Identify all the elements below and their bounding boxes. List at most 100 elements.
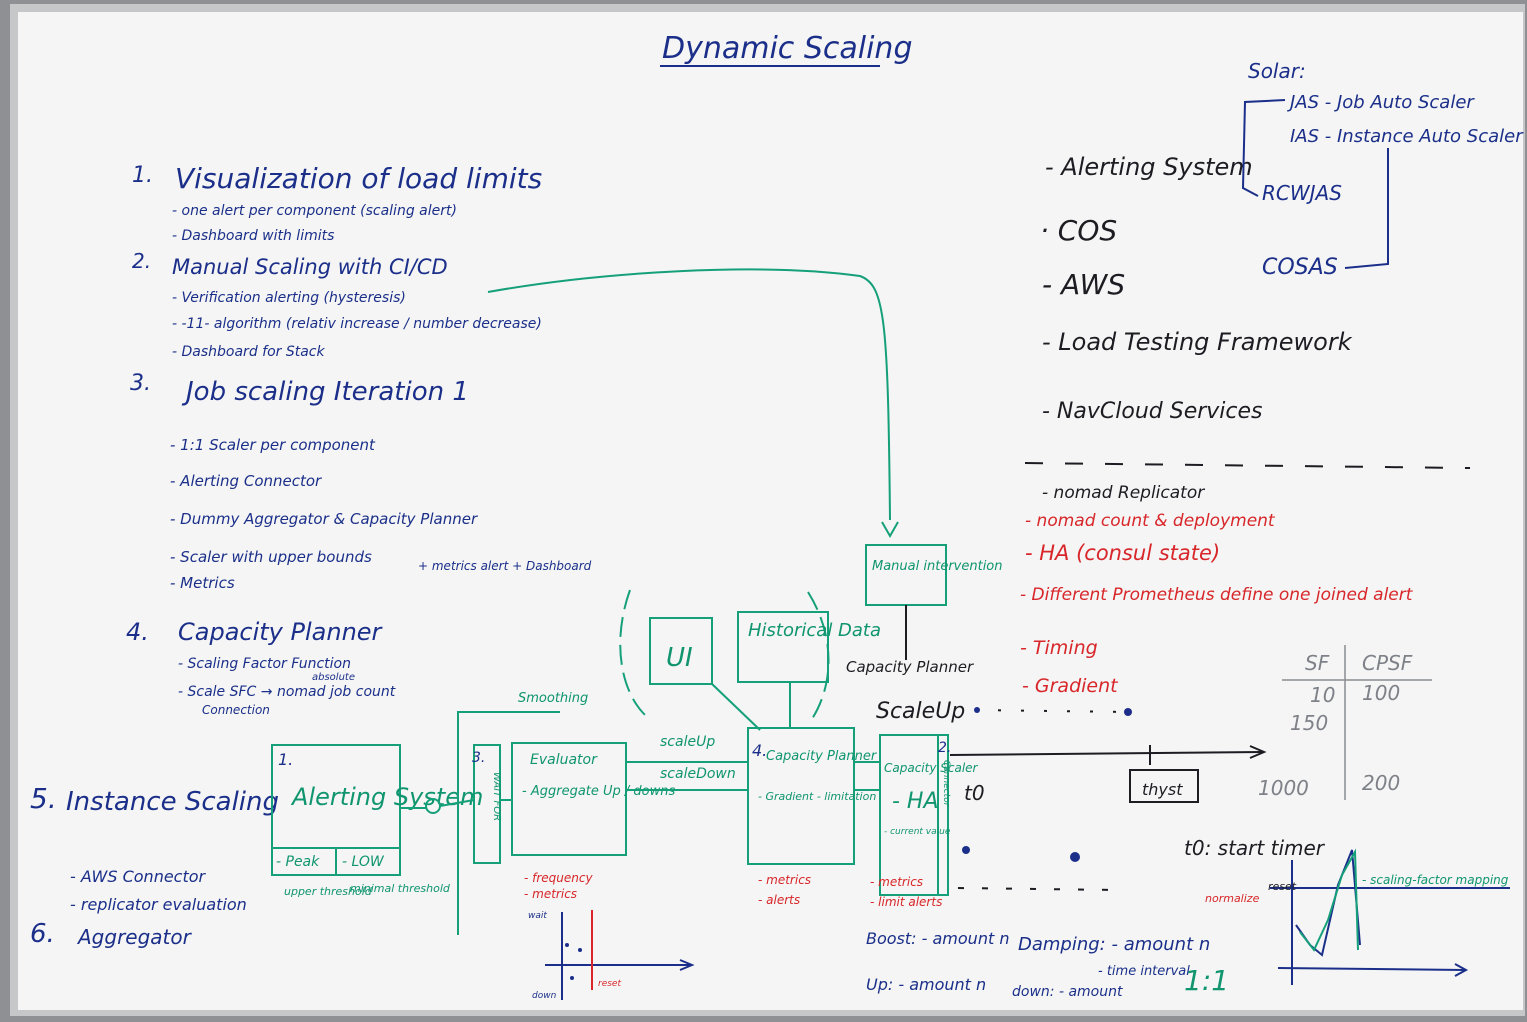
normalize-label: normalize <box>1205 892 1260 905</box>
item6-title: Aggregator <box>76 925 193 949</box>
manual-label: Manual intervention <box>872 559 1003 574</box>
box-low: - LOW <box>342 854 385 870</box>
red-note: - metrics <box>758 873 811 887</box>
capacity-planner-label: Capacity Planner <box>846 658 974 676</box>
item3-sub: - Dummy Aggregator & Capacity Planner <box>170 510 478 528</box>
capacity-planner-box: 4. Capacity Planner - Gradient - limitat… <box>747 727 878 907</box>
system-item: · COS <box>1040 214 1117 247</box>
alerting-system-box: 1. Alerting System - Peak - LOW upper th… <box>271 744 483 898</box>
capacity-scaler-box: 2. Capacity Scaler - HA - current value … <box>870 734 979 909</box>
todo-red: - Timing <box>1020 637 1098 659</box>
red-note: - frequency <box>524 871 593 885</box>
historical-data-box <box>737 611 829 683</box>
item3-sub: - Metrics <box>170 574 235 592</box>
gradient-graph: reset normalize - scaling-factor mapping <box>1205 848 1510 985</box>
wait-plot: wait down reset <box>528 910 695 1001</box>
item3-note: + metrics alert + Dashboard <box>418 559 592 573</box>
item3-num: 3. <box>130 371 151 396</box>
box-num: 2. <box>938 740 951 756</box>
box-sub: - current value <box>884 827 951 837</box>
plot-label: wait <box>528 911 547 921</box>
solar-label: Solar: <box>1248 59 1306 83</box>
scaleup-label: ScaleUp <box>876 699 965 724</box>
red-note: - alerts <box>758 893 800 907</box>
scaledown-arrow-label: scaleDown <box>660 766 736 782</box>
todo-list: 1. Visualization of load limits - one al… <box>30 162 592 949</box>
smoothing-label: Smoothing <box>518 691 588 706</box>
red-note: - metrics <box>870 875 923 889</box>
system-item: - Alerting System <box>1045 153 1253 181</box>
system-item: - NavCloud Services <box>1042 399 1263 424</box>
up-label: Up: - amount n <box>866 975 986 994</box>
box-peak: - Peak <box>276 854 320 870</box>
table-cell: 10 <box>1310 683 1335 707</box>
todo-red: - HA (consul state) <box>1025 541 1220 565</box>
item4-title: Capacity Planner <box>178 618 384 646</box>
thyst-box <box>1129 769 1199 803</box>
box-num: 4. <box>752 741 767 760</box>
solar-cosas: COSAS <box>1262 255 1338 280</box>
t0-label: t0 <box>964 781 985 805</box>
system-item: - AWS <box>1042 268 1125 301</box>
box-title: Capacity Planner <box>766 749 878 764</box>
todo-red: - nomad count & deployment <box>1025 511 1276 531</box>
item5-sub: - replicator evaluation <box>70 895 247 914</box>
waitfor-text: WAIT FOR <box>491 772 502 821</box>
systems-list: - Alerting System · COS - AWS - Load Tes… <box>1020 153 1471 697</box>
item5-num: 5. <box>30 782 57 815</box>
solar-item: IAS - Instance Auto Scaler <box>1290 126 1524 147</box>
plot-label: reset <box>598 979 621 989</box>
box-title: Alerting System <box>290 783 483 811</box>
item3-sub: - Scaler with upper bounds <box>170 548 372 566</box>
box-ha: - HA <box>892 789 939 814</box>
box-minimal: minimal threshold <box>350 882 451 895</box>
item6-num: 6. <box>30 919 55 949</box>
box-title: Evaluator <box>530 752 598 768</box>
scaleup-arrow-label: scaleUp <box>660 734 715 750</box>
red-note: - limit alerts <box>870 895 942 909</box>
table-cell: 1000 <box>1258 776 1309 800</box>
item2-title: Manual Scaling with CI/CD <box>172 255 448 279</box>
board-surface <box>18 12 1523 1010</box>
item4-num: 4. <box>126 618 149 646</box>
item5-title: Instance Scaling <box>66 787 279 817</box>
item3-sub: - Alerting Connector <box>170 472 322 490</box>
table-cell: 150 <box>1290 711 1328 735</box>
board-title: Dynamic Scaling <box>662 31 913 66</box>
ui-box <box>649 617 713 685</box>
item1-sub: - one alert per component (scaling alert… <box>172 203 457 219</box>
item2-sub: - Dashboard for Stack <box>172 344 326 360</box>
ui-label: UI <box>666 643 693 673</box>
item2-sub: - -11- algorithm (relativ increase / num… <box>172 316 542 332</box>
solar-item: JAS - Job Auto Scaler <box>1287 92 1475 113</box>
time-interval-label: - time interval <box>1098 964 1190 979</box>
box-sub: - Aggregate Up / downs <box>522 784 675 799</box>
box-title: Capacity Scaler <box>884 761 979 775</box>
box-num: 1. <box>278 750 293 769</box>
sf-table: SF CPSF 10 100 150 1000 200 <box>1258 645 1432 800</box>
t0-desc: t0: start timer <box>1184 836 1326 860</box>
reset-label: reset <box>1268 880 1297 893</box>
table-cell: 200 <box>1362 771 1400 795</box>
down-label: down: - amount <box>1012 984 1123 1000</box>
damping-label: Damping: - amount n <box>1018 934 1210 955</box>
box-upper: upper threshold <box>284 885 373 898</box>
todo-red: - Different Prometheus define one joined… <box>1020 585 1414 605</box>
table-header: SF <box>1305 651 1330 675</box>
table-cell: 100 <box>1362 681 1400 705</box>
item1-num: 1. <box>132 163 153 188</box>
table-header: CPSF <box>1362 651 1413 675</box>
historical-label: Historical Data <box>748 620 881 641</box>
item2-num: 2. <box>132 249 151 273</box>
wait-for-box: 3. WAIT FOR <box>472 744 502 864</box>
connector-vertical: Connector <box>941 760 951 808</box>
solar-rcw: RCWJAS <box>1262 181 1342 205</box>
scaling-factor-label: - scaling-factor mapping <box>1362 873 1509 887</box>
plot-label: down <box>532 991 557 1001</box>
item1-sub: - Dashboard with limits <box>172 228 334 244</box>
item2-sub: - Verification alerting (hysteresis) <box>172 290 406 306</box>
item1-title: Visualization of load limits <box>175 162 542 195</box>
box-num: 3. <box>472 750 485 766</box>
solar-section: Solar: JAS - Job Auto Scaler IAS - Insta… <box>1241 59 1524 280</box>
